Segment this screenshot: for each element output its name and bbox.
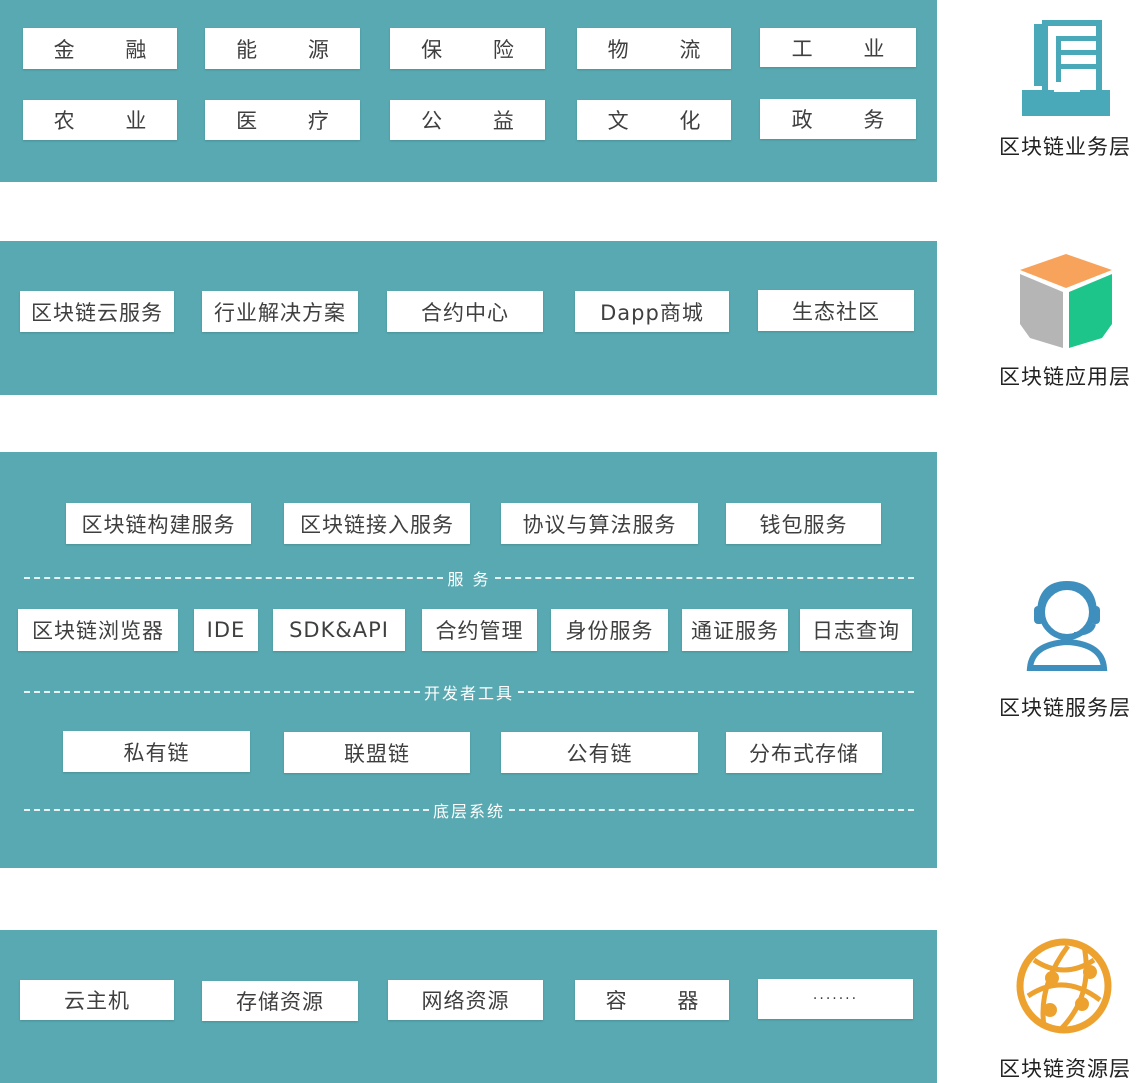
resource-item-container[interactable]: 容 器 xyxy=(575,980,729,1020)
separator-label: 底层系统 xyxy=(433,802,506,821)
tool-item-chain-browser[interactable]: 区块链浏览器 xyxy=(18,609,178,651)
app-item-ecosystem-community[interactable]: 生态社区 xyxy=(758,290,914,331)
headset-person-icon xyxy=(1026,580,1108,671)
business-item-agriculture[interactable]: 农 业 xyxy=(23,100,177,140)
separator-label: 开发者工具 xyxy=(424,684,515,703)
cube-icon xyxy=(1020,254,1112,348)
resource-item-storage[interactable]: 存储资源 xyxy=(202,981,358,1021)
resource-item-cloud-host[interactable]: 云主机 xyxy=(20,980,174,1020)
business-item-medical[interactable]: 医 疗 xyxy=(205,100,360,140)
app-item-industry-solutions[interactable]: 行业解决方案 xyxy=(202,291,358,332)
app-item-cloud-service[interactable]: 区块链云服务 xyxy=(20,291,174,332)
tool-item-identity-service[interactable]: 身份服务 xyxy=(551,609,668,651)
service-item-chain-access[interactable]: 区块链接入服务 xyxy=(284,503,470,544)
resource-item-network[interactable]: 网络资源 xyxy=(388,980,543,1020)
separator-base-system: 底层系统 xyxy=(24,799,915,821)
business-item-industry[interactable]: 工 业 xyxy=(760,28,916,67)
tool-item-token-service[interactable]: 通证服务 xyxy=(682,609,788,651)
separator-service: 服 务 xyxy=(24,567,914,589)
business-item-government[interactable]: 政 务 xyxy=(760,99,916,139)
tool-item-ide[interactable]: IDE xyxy=(194,609,258,651)
business-item-culture[interactable]: 文 化 xyxy=(577,100,731,140)
service-layer-label: 区块链服务层 xyxy=(999,696,1131,720)
globe-network-icon xyxy=(1016,938,1112,1034)
service-item-protocol-algorithm[interactable]: 协议与算法服务 xyxy=(501,503,698,544)
business-item-insurance[interactable]: 保 险 xyxy=(390,28,545,69)
tool-item-sdk-api[interactable]: SDK&API xyxy=(273,609,405,651)
app-item-dapp-mall[interactable]: Dapp商城 xyxy=(575,291,729,332)
base-item-public-chain[interactable]: 公有链 xyxy=(501,732,698,773)
business-item-logistics[interactable]: 物 流 xyxy=(577,28,731,69)
base-item-private-chain[interactable]: 私有链 xyxy=(63,731,250,772)
service-item-wallet[interactable]: 钱包服务 xyxy=(726,503,881,544)
business-layer-label: 区块链业务层 xyxy=(999,135,1131,159)
business-item-finance[interactable]: 金 融 xyxy=(23,28,177,69)
separator-developer-tools: 开发者工具 xyxy=(24,681,915,703)
resource-item-more[interactable]: ······· xyxy=(758,979,913,1019)
document-icon xyxy=(1022,20,1110,116)
separator-label: 服 务 xyxy=(447,570,491,589)
business-item-charity[interactable]: 公 益 xyxy=(390,100,545,140)
application-layer-label: 区块链应用层 xyxy=(999,365,1131,389)
tool-item-log-query[interactable]: 日志查询 xyxy=(800,609,912,651)
app-item-contract-center[interactable]: 合约中心 xyxy=(387,291,543,332)
service-item-chain-build[interactable]: 区块链构建服务 xyxy=(66,503,251,544)
resource-layer-label: 区块链资源层 xyxy=(999,1057,1131,1081)
base-item-distributed-storage[interactable]: 分布式存储 xyxy=(726,732,882,773)
tool-item-contract-management[interactable]: 合约管理 xyxy=(422,609,537,651)
business-item-energy[interactable]: 能 源 xyxy=(205,28,360,69)
base-item-consortium-chain[interactable]: 联盟链 xyxy=(284,732,470,773)
